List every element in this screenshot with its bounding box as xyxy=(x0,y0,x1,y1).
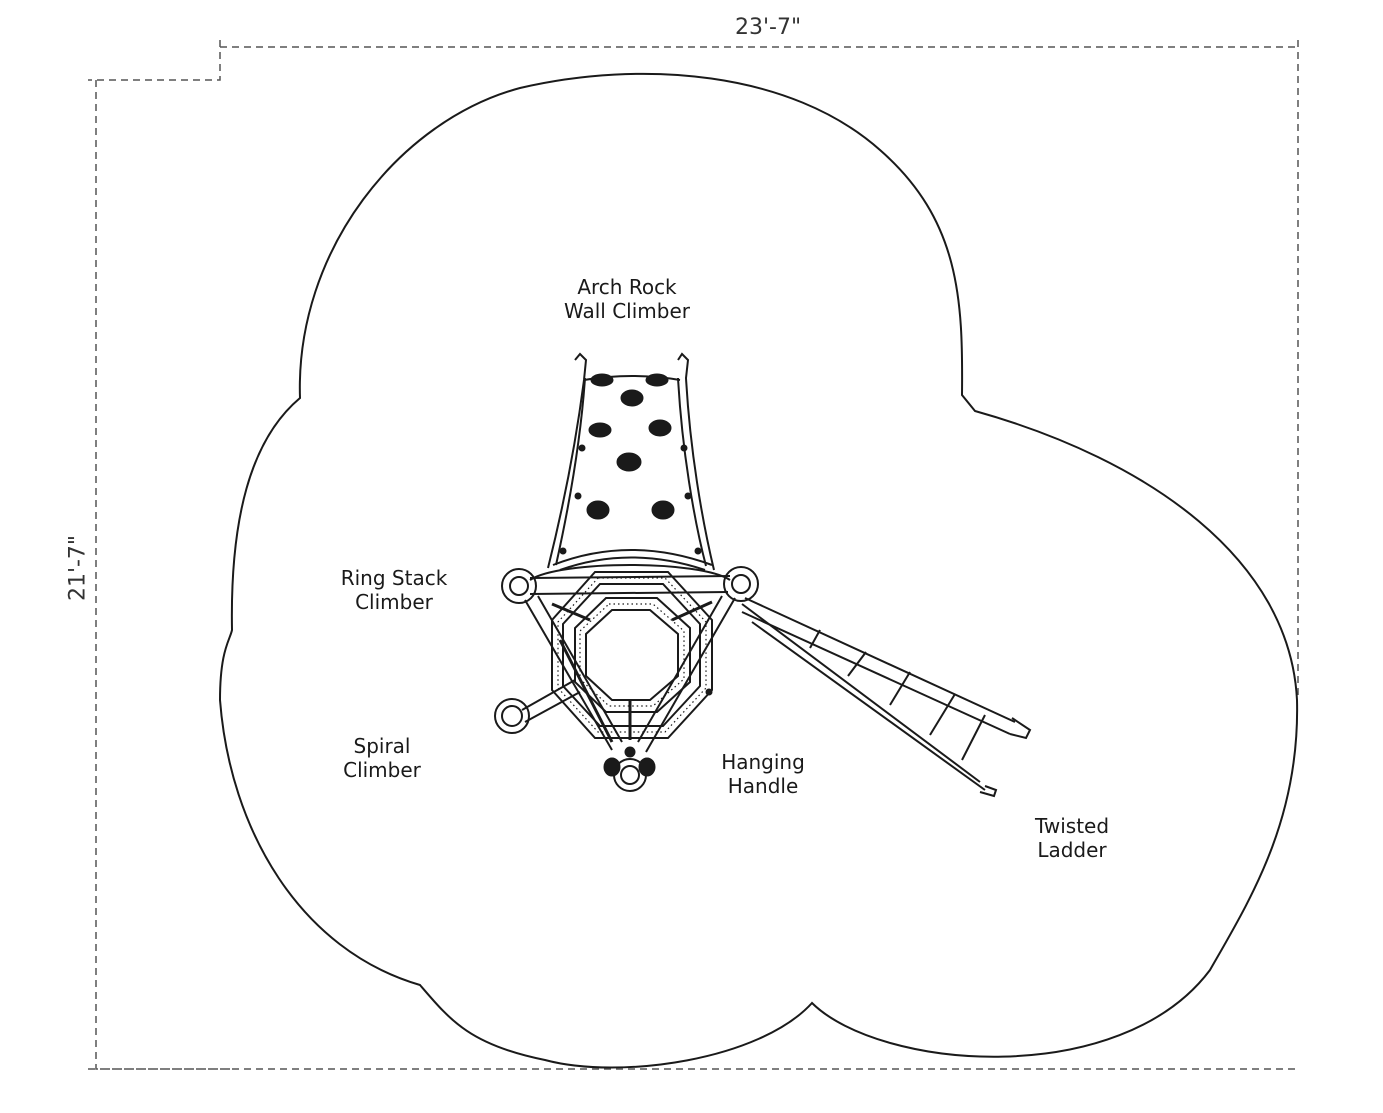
width-dimension-label: 23'-7" xyxy=(735,15,802,40)
height-dimension-line xyxy=(88,80,1296,1070)
ring-stack-ticks xyxy=(557,577,707,733)
safety-zone-outline xyxy=(218,72,1299,1069)
ring-stack-climber-label: Ring Stack Climber xyxy=(340,566,448,614)
twisted-ladder xyxy=(741,597,1032,798)
arch-rock-wall-climber-label: Arch Rock Wall Climber xyxy=(563,275,691,323)
spiral-climber-base xyxy=(603,688,713,777)
width-dimension-line xyxy=(88,40,1299,700)
twisted-ladder-label: Twisted Ladder xyxy=(1034,814,1110,862)
hanging-handle-label: Hanging Handle xyxy=(721,750,805,798)
spiral-climber-arms xyxy=(551,600,713,743)
spiral-climber-label: Spiral Climber xyxy=(343,734,421,782)
height-dimension-label: 21'-7" xyxy=(65,534,91,602)
dimension-lines xyxy=(88,40,1299,1070)
climbing-holds xyxy=(559,373,702,555)
